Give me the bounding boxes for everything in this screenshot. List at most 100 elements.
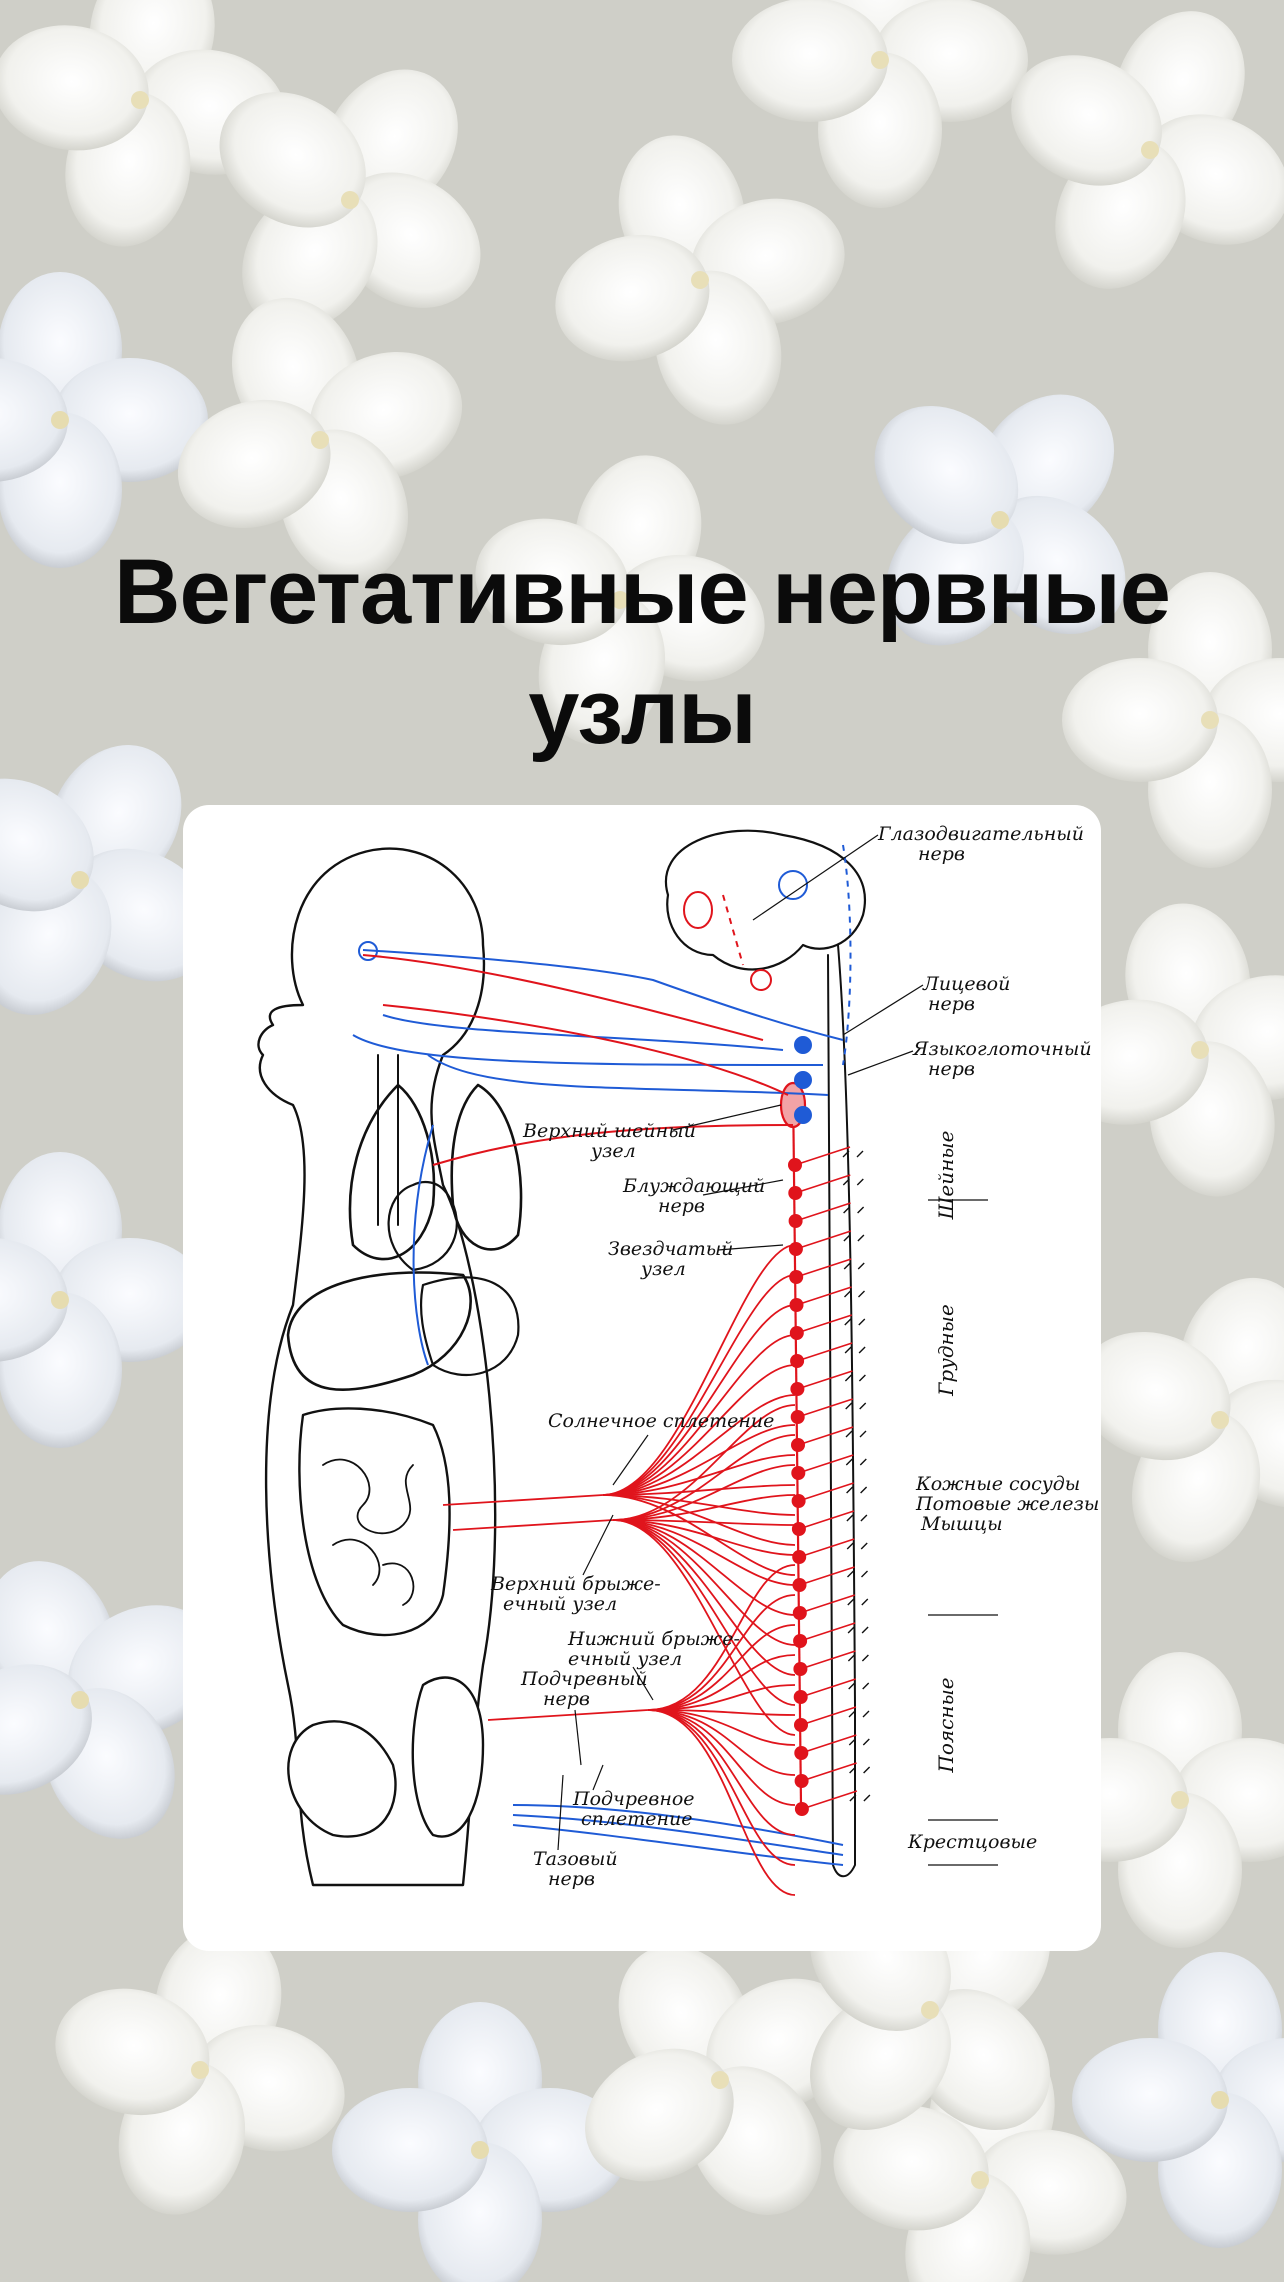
plexus-fiber [602, 1394, 796, 1496]
page-title-line-1: Вегетативные нервные [114, 540, 1171, 643]
label-stellate-1: Звездчатый [608, 1238, 733, 1260]
plexus-fiber [647, 1709, 796, 1806]
spinal-root-tick [846, 1542, 868, 1550]
spinal-nerve-ray [795, 1174, 851, 1194]
plexus-fiber [612, 1519, 796, 1676]
leader-lines [557, 834, 998, 1866]
plexus-fiber [647, 1709, 796, 1776]
intestines [298, 1407, 451, 1637]
spinal-nerve-ray [798, 1510, 855, 1530]
label-vagus-2: нерв [658, 1195, 705, 1217]
plexus-fiber [602, 1424, 796, 1496]
spinal-root-tick [848, 1738, 870, 1746]
label-glosso-1: Языкоглоточный [912, 1038, 1092, 1060]
label-sacral: Крестцовые [907, 1831, 1037, 1853]
spinal-nerve-ray [796, 1286, 852, 1306]
plexus-fiber [602, 1304, 796, 1496]
parasympathetic-nerves [352, 844, 852, 1866]
spinal-root-tick [843, 1262, 865, 1270]
spinal-nerve-ray [797, 1398, 853, 1418]
heart [387, 1180, 458, 1272]
plexus-fiber [612, 1519, 796, 1586]
plexus-fiber [602, 1494, 796, 1546]
spinal-root-tick [843, 1206, 865, 1214]
plexus-fiber [612, 1519, 796, 1646]
plexus-fiber [647, 1564, 796, 1711]
liver [286, 1271, 472, 1391]
plexus-fiber [612, 1519, 796, 1736]
plexus-fiber [602, 1494, 796, 1576]
spinal-root-tick [843, 1234, 865, 1242]
spinal-nerve-ray [797, 1426, 854, 1446]
label-hypogastric-plexus-2: сплетение [581, 1808, 692, 1830]
label-sweat-glands: Потовые железы [915, 1493, 1099, 1515]
label-thoracic: Грудные [934, 1304, 958, 1397]
spinal-nerve-ray [801, 1762, 857, 1782]
plexus-fiber [647, 1684, 796, 1711]
spinal-nerve-ray [799, 1594, 856, 1614]
plexus-fiber [602, 1454, 796, 1496]
spinal-root-tick [844, 1346, 866, 1354]
spinal-nerve-ray [800, 1678, 856, 1698]
spinal-root-tick [846, 1514, 868, 1522]
spinal-nerve-ray [796, 1342, 853, 1362]
spinal-root-tick [844, 1318, 866, 1326]
label-muscles: Мышцы [920, 1513, 1003, 1535]
plexus-fiber [612, 1519, 796, 1556]
spinal-root-tick [844, 1290, 865, 1298]
plexus-to-organ [442, 1494, 604, 1506]
plexus-fiber [602, 1484, 796, 1496]
brain-outline [664, 829, 866, 971]
label-sup-mesenteric-2: ечный узел [503, 1593, 617, 1615]
spinal-nerve-ray [800, 1650, 856, 1670]
plexus-fiber [602, 1334, 796, 1496]
spinal-nerve-ray [801, 1734, 857, 1754]
plexus-fiber [602, 1244, 796, 1496]
plexus-fiber [647, 1709, 796, 1836]
trachea [377, 1054, 399, 1226]
page-title: Вегетативные нервные узлы [0, 532, 1284, 772]
label-sup-cervical-2: узел [590, 1140, 636, 1162]
spinal-nerve-ray [799, 1622, 856, 1642]
plexus-fiber [612, 1404, 796, 1521]
plexus-fiber [612, 1519, 796, 1706]
diagram-card: Глазодвигательный нерв Лицевой нерв Язык… [183, 805, 1101, 1951]
label-lumbar: Поясные [934, 1677, 958, 1773]
spinal-nerve-ray [798, 1454, 854, 1474]
plexus-fiber [612, 1434, 796, 1521]
label-vagus-1: Блуждающий [622, 1175, 765, 1197]
label-facial-1: Лицевой [922, 973, 1010, 995]
label-solar-plexus: Солнечное сплетение [548, 1410, 774, 1432]
plexus-fiber [647, 1709, 796, 1716]
label-sup-cervical-1: Верхний шейный [522, 1120, 696, 1142]
label-skin-vessels: Кожные сосуды [915, 1473, 1080, 1495]
plexus-connections [442, 1244, 796, 1896]
label-inf-mesenteric-1: Нижний брыже- [567, 1628, 740, 1650]
stomach [419, 1276, 520, 1377]
label-oculomotor-2: нерв [918, 843, 965, 865]
spinal-root-tick [842, 1150, 864, 1158]
plexus-fiber [602, 1364, 796, 1496]
spinal-cord-outline [827, 944, 856, 1878]
spinal-root-tick [845, 1430, 867, 1438]
diagram-labels: Глазодвигательный нерв Лицевой нерв Язык… [490, 823, 1099, 1890]
plexus-fiber [647, 1654, 796, 1711]
spinal-root-tick [845, 1458, 867, 1466]
plexus-fiber [612, 1519, 796, 1616]
plexus-fiber [647, 1709, 796, 1866]
spinal-nerve-ray [801, 1790, 858, 1810]
spinal-root-tick [844, 1374, 866, 1382]
plexus-fiber [647, 1594, 796, 1711]
intestine-loops [322, 1458, 415, 1606]
sympathetic-nerves [362, 891, 794, 1166]
label-stellate-2: узел [640, 1258, 686, 1280]
label-pelvic-nerve-2: нерв [548, 1868, 595, 1890]
spinal-root-tick [846, 1486, 868, 1494]
label-hypogastric-plexus-1: Подчревное [572, 1788, 695, 1810]
spinal-nerve-ray [798, 1538, 855, 1558]
spinal-nerve-ray [799, 1566, 855, 1586]
spinal-root-tick [842, 1178, 864, 1186]
plexus-fiber [602, 1274, 796, 1496]
spinal-nerve-rays [794, 1146, 871, 1810]
label-sup-mesenteric-1: Верхний брыже- [490, 1573, 661, 1595]
